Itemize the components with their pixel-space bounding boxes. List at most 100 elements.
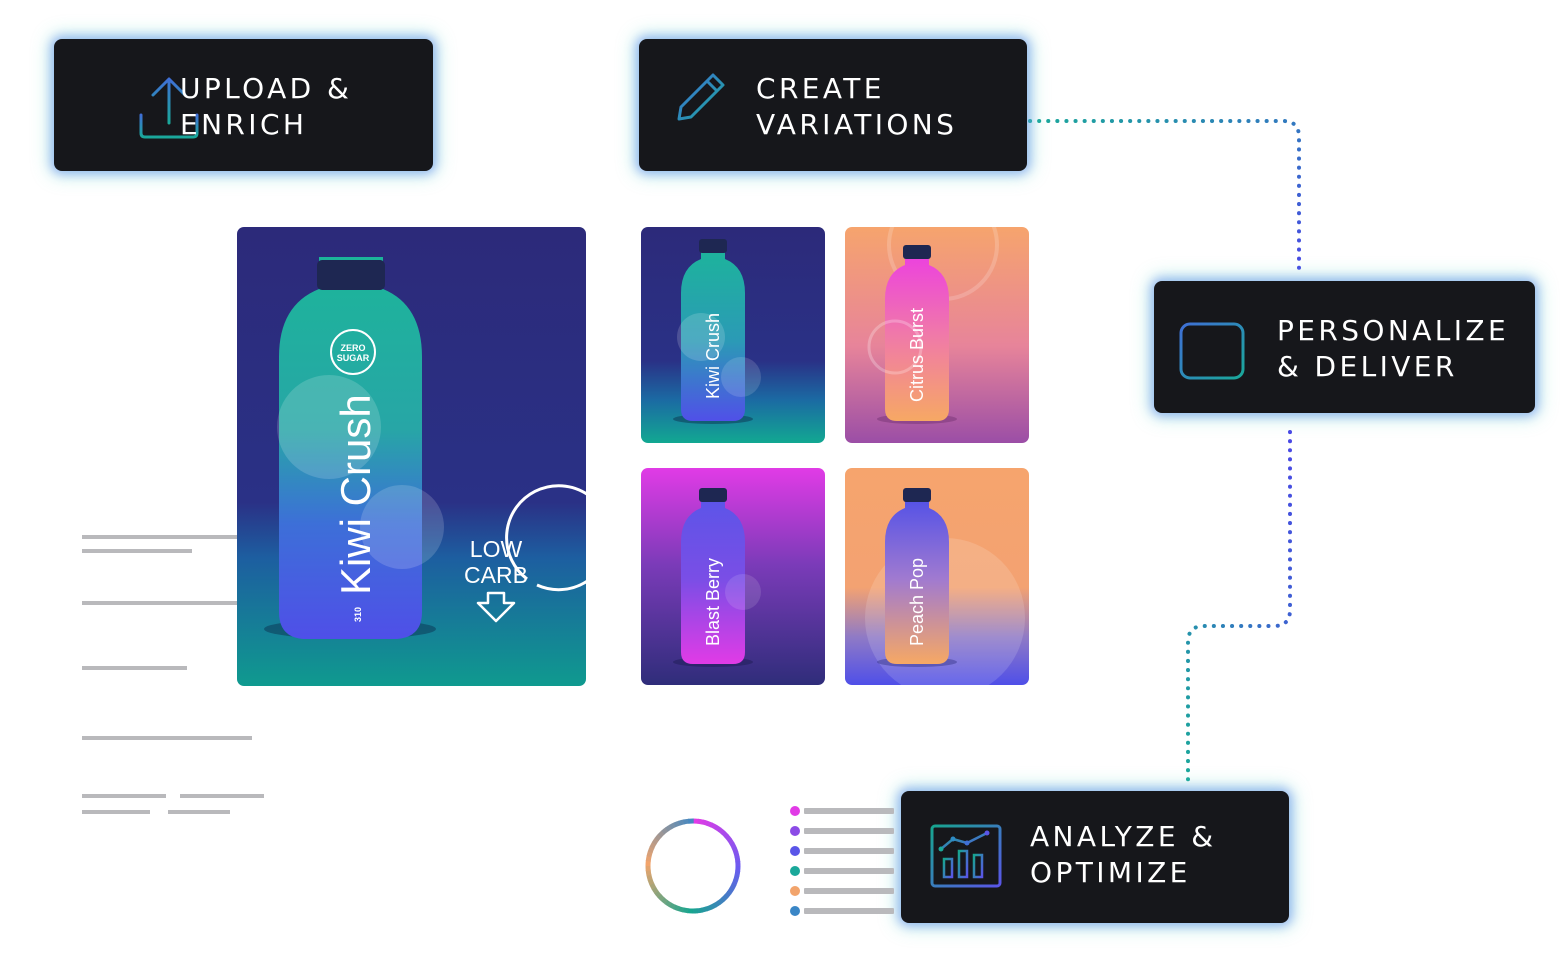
doc-line [82, 736, 252, 740]
bar-chart-icon [930, 824, 1002, 888]
legend-marker [790, 886, 800, 896]
step-upload-line1: UPLOAD & [180, 72, 353, 105]
doc-line [82, 535, 238, 539]
donut-arc [701, 819, 709, 826]
donut-arc [673, 820, 681, 828]
donut-arc [727, 838, 735, 846]
variation-image: Blast Berry [641, 468, 825, 685]
donut-arc [731, 846, 739, 854]
donut-arc [669, 822, 677, 830]
donut-arc [651, 837, 660, 845]
main-product-name: Kiwi Crush [332, 394, 379, 595]
legend-row [780, 886, 900, 896]
donut-arc [668, 902, 676, 910]
analytics-donut-chart [645, 818, 741, 914]
donut-arc [729, 883, 737, 891]
legend-bar [804, 908, 894, 914]
variation-name: Kiwi Crush [703, 313, 723, 399]
donut-arc [683, 818, 690, 825]
legend-marker [790, 906, 800, 916]
browser-window-icon [1179, 322, 1245, 380]
legend-bar [804, 868, 894, 874]
donut-arc [720, 894, 729, 902]
donut-arc [705, 904, 713, 912]
legend-bar [804, 808, 894, 814]
doc-line [82, 666, 187, 670]
step-analyze-line2: OPTIMIZE [1030, 856, 1191, 889]
variation-image: Citrus Burst [845, 227, 1029, 443]
donut-arc [701, 906, 708, 913]
donut-arc [710, 822, 718, 830]
legend-marker [790, 806, 800, 816]
doc-line [82, 549, 192, 553]
donut-arc [697, 818, 704, 825]
donut-arc [660, 897, 669, 905]
legend-marker [790, 846, 800, 856]
main-badge-line2: SUGAR [337, 353, 370, 363]
donut-arc [729, 842, 737, 850]
donut-arc [649, 841, 657, 849]
variation-image: Kiwi Crush [641, 227, 825, 443]
variation-card-blast-berry[interactable]: Blast Berry [641, 468, 825, 685]
donut-arc [678, 819, 685, 826]
donut-arc [717, 897, 725, 905]
donut-arc [664, 899, 672, 908]
main-volume: 310 [353, 607, 363, 622]
donut-arc [672, 904, 680, 912]
donut-arc [733, 874, 740, 882]
legend-row [780, 806, 900, 816]
step-personalize-line2: & DELIVER [1277, 350, 1458, 383]
step-create-variations: CREATE VARIATIONS [639, 39, 1027, 171]
donut-arc [645, 869, 652, 876]
variation-name: Citrus Burst [907, 308, 927, 402]
step-personalize-label: PERSONALIZE & DELIVER [1277, 313, 1509, 385]
variation-image: Peach Pop [845, 468, 1029, 685]
main-product-image: ZERO SUGAR Kiwi Crush 310 LOW CARB [237, 227, 586, 686]
connector-create-personalize [1028, 119, 1301, 278]
variation-card-peach-pop[interactable]: Peach Pop [845, 468, 1029, 685]
donut-arc [647, 845, 655, 853]
variation-name: Peach Pop [907, 558, 927, 646]
donut-arc [733, 851, 740, 858]
low-carb-callout-line1: LOW [470, 536, 523, 562]
document-placeholder-lines [82, 535, 264, 814]
step-upload-enrich: UPLOAD & ENRICH [54, 39, 433, 171]
doc-line [168, 810, 230, 814]
donut-arc [646, 874, 653, 881]
donut-arc [646, 850, 653, 858]
donut-arc [734, 856, 741, 863]
doc-line [82, 810, 150, 814]
legend-row [780, 906, 900, 916]
step-personalize-line1: PERSONALIZE [1277, 314, 1510, 347]
variation-card-citrus-burst[interactable]: Citrus Burst [845, 227, 1029, 443]
legend-row [780, 846, 900, 856]
legend-bar [804, 848, 894, 854]
donut-arc [721, 830, 729, 839]
donut-arc [645, 855, 652, 862]
main-badge-line1: ZERO [340, 343, 365, 353]
step-upload-line2: ENRICH [180, 108, 308, 141]
donut-arc [682, 907, 689, 914]
donut-arc [713, 900, 721, 908]
legend-marker [790, 826, 800, 836]
donut-segments [645, 818, 741, 914]
donut-arc [706, 820, 714, 828]
main-product-card: ZERO SUGAR Kiwi Crush 310 LOW CARB [237, 227, 586, 686]
legend-row [780, 866, 900, 876]
step-personalize-deliver: PERSONALIZE & DELIVER [1154, 281, 1535, 413]
donut-arc [647, 878, 655, 886]
legend-bar [804, 888, 894, 894]
variation-card-kiwi-crush[interactable]: Kiwi Crush [641, 227, 825, 443]
donut-arc [731, 879, 739, 887]
donut-arc [657, 893, 665, 902]
legend-row [780, 826, 900, 836]
low-carb-callout-line2: CARB [464, 562, 528, 588]
donut-arc [654, 890, 662, 898]
step-create-line1: CREATE [756, 72, 885, 105]
legend-marker [790, 866, 800, 876]
connector-personalize-analyze [1186, 430, 1292, 788]
pencil-icon [671, 73, 733, 135]
donut-arc [654, 833, 662, 842]
doc-line [82, 601, 238, 605]
